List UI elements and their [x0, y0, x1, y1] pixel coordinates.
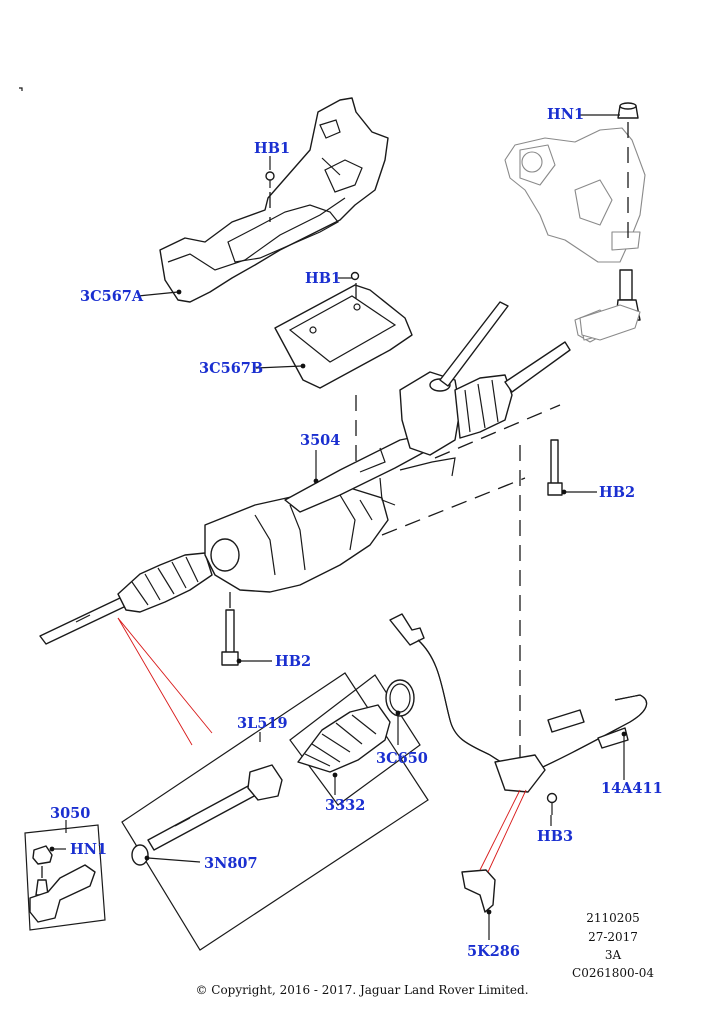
gaiter-boot — [297, 704, 391, 773]
heat-shield-lower — [274, 284, 413, 389]
callout-3l519-tie-rod: 3L519 — [237, 715, 288, 732]
heat-shield-upper — [159, 97, 389, 303]
corner-mark — [19, 87, 23, 91]
boot-group-box — [289, 674, 421, 806]
bolt-hb1-top — [265, 171, 275, 222]
steering-knuckle — [504, 127, 646, 343]
callout-hn1-knuckle-nut: HN1 — [547, 106, 585, 123]
bolt-hb3 — [546, 792, 558, 815]
reference-line — [479, 789, 521, 871]
callout-hb3-bolt: HB3 — [537, 828, 574, 845]
callout-hb2-left-bolt: HB2 — [275, 653, 312, 670]
locknut-3n807 — [131, 844, 149, 866]
bolt-hb2-right — [547, 439, 563, 496]
callout-hb2-right-bolt: HB2 — [599, 484, 636, 501]
tie-rod-end-ghost — [579, 269, 641, 341]
reference-line — [117, 617, 193, 746]
callout-5k286-bracket: 5K286 — [467, 943, 520, 960]
callout-3050-tie-rod-end: 3050 — [50, 805, 91, 822]
copyright-notice: © Copyright, 2016 - 2017. Jaguar Land Ro… — [195, 983, 529, 997]
callout-3332-boot: 3332 — [325, 797, 366, 814]
tie-rod-end-box — [24, 824, 106, 931]
tie-rod-group-box — [121, 672, 429, 951]
illustration-number: 2110205 — [586, 911, 640, 925]
wiring-harness — [389, 613, 648, 793]
nut-hn1-top — [617, 102, 639, 238]
tie-rod-end — [29, 845, 96, 923]
callout-3n807-locknut: 3N807 — [204, 855, 258, 872]
bracket-5k286 — [461, 869, 496, 913]
steering-gear-assembly — [39, 301, 571, 645]
callout-hb1-upper-shield-bolt: HB1 — [254, 140, 291, 157]
callout-14a411-harness: 14A411 — [601, 780, 663, 797]
callout-3c567a-heat-shield: 3C567A — [80, 288, 144, 305]
bolt-hb1-mid — [350, 271, 360, 300]
callout-3c650-clip: 3C650 — [376, 750, 428, 767]
illustration-code: C0261800-04 — [572, 966, 654, 980]
callout-hb1-lower-shield-bolt: HB1 — [305, 270, 342, 287]
callout-3504-steering-gear: 3504 — [300, 432, 341, 449]
illustration-revision: 3A — [604, 948, 622, 962]
reference-line — [487, 789, 527, 873]
clip-3c650 — [385, 679, 415, 717]
reference-line — [117, 617, 213, 734]
inner-tie-rod — [147, 764, 283, 851]
bolt-hb2-left — [221, 592, 239, 666]
callout-hn1-tie-rod-end-nut: HN1 — [70, 841, 108, 858]
callout-3c567b-heat-shield: 3C567B — [199, 360, 264, 377]
illustration-date: 27-2017 — [588, 930, 638, 944]
